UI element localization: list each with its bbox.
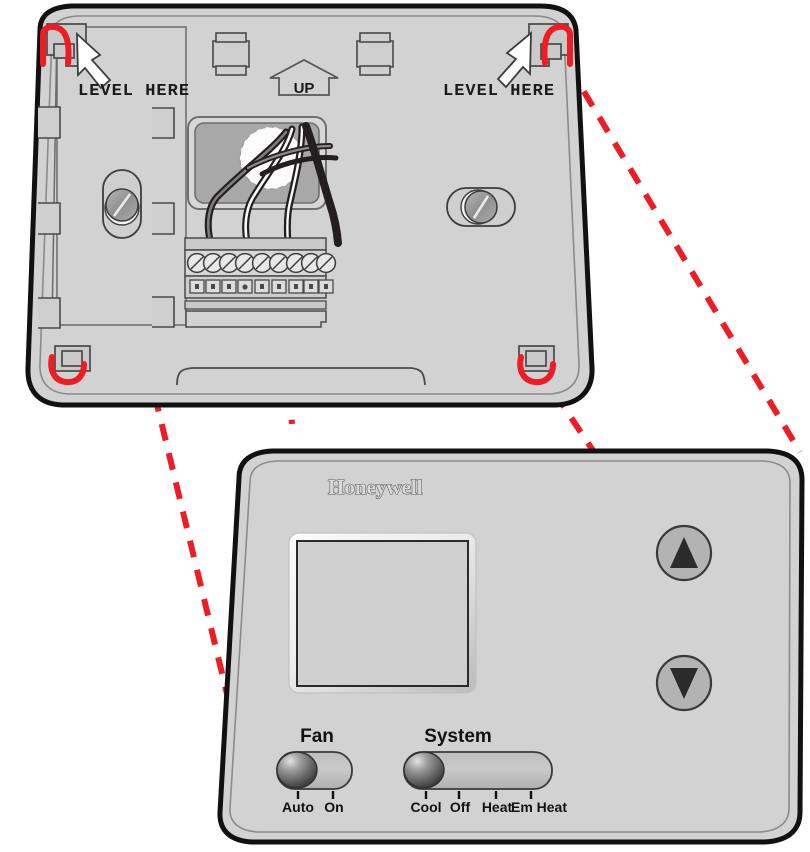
brand-logo: Honeywell (328, 475, 423, 499)
corner-clip-slot (61, 350, 83, 367)
level-here-right: LEVEL HERE (443, 31, 555, 101)
wallplate-left-tabs (38, 106, 61, 329)
tab-notch (152, 202, 175, 235)
top-bump-lip (359, 32, 391, 43)
wire-highlight (206, 130, 288, 242)
up-arrow-marker: UP (269, 59, 339, 97)
terminal-block-top-rail (184, 237, 327, 251)
wire-highlight (244, 127, 294, 244)
level-here-right-label: LEVEL HERE (443, 82, 555, 101)
top-bump-lip (359, 65, 391, 76)
terminal-clamp-holes (195, 284, 328, 290)
fan-option-on[interactable]: On (324, 799, 343, 815)
system-option-cool[interactable]: Cool (410, 799, 441, 815)
fan-switch-knob[interactable] (276, 751, 318, 789)
clip-marker-top-right (541, 23, 573, 67)
wallplate-bottom-notch (176, 367, 426, 386)
wire-bundle (204, 122, 342, 247)
up-arrow-label: UP (294, 80, 315, 97)
clip-marker-bottom-right (517, 354, 556, 386)
mounting-screw-right[interactable] (446, 187, 516, 227)
triangle-up-icon (670, 537, 698, 568)
lcd-display[interactable] (296, 540, 469, 687)
temp-down-button[interactable] (655, 654, 713, 712)
fan-switch-title: Fan (300, 726, 334, 747)
corner-clip-slot (525, 350, 547, 367)
fan-switch-ticks (296, 791, 335, 799)
system-switch-knob[interactable] (403, 751, 445, 789)
terminal-block (184, 237, 337, 328)
fan-option-auto[interactable]: Auto (282, 799, 314, 815)
tab-notch (38, 202, 61, 235)
mounting-screw-left[interactable] (102, 169, 142, 239)
top-bump-lip (215, 32, 247, 43)
top-bump-lip (215, 65, 247, 76)
tab-notch (38, 106, 61, 139)
mounting-screw-slot (112, 193, 132, 217)
tab-notch (152, 107, 175, 139)
system-option-off[interactable]: Off (450, 799, 471, 815)
wallplate-top-bumps (212, 32, 394, 76)
tab-notch (38, 297, 61, 329)
terminal-block-recess (185, 310, 327, 328)
thermostat-group: Honeywell Fan (217, 448, 805, 845)
level-arrow-left-icon (76, 31, 112, 90)
terminal-screws (186, 252, 337, 274)
top-bump (356, 40, 394, 68)
wallplate-inner-rim (39, 15, 580, 395)
wallplate-inner-tabs (152, 107, 175, 328)
lcd-display-group (288, 532, 477, 694)
top-bump (212, 40, 250, 68)
wallplate-group: UP (25, 3, 595, 408)
triangle-down-icon (670, 668, 698, 699)
system-switch-group: System Cool Off Heat Em Heat (403, 726, 567, 815)
level-here-left-label: LEVEL HERE (78, 82, 190, 101)
thermostat-inner-rim (229, 460, 791, 833)
level-here-left: LEVEL HERE (76, 31, 190, 101)
temp-up-button[interactable] (655, 524, 713, 582)
terminal-block-base (184, 300, 327, 310)
system-switch-title: System (424, 726, 492, 747)
guide-line-right (550, 38, 803, 454)
system-option-heat[interactable]: Heat (482, 799, 513, 815)
level-arrow-right-icon (496, 31, 532, 89)
wire (259, 155, 339, 177)
tab-notch (152, 296, 175, 328)
wire (302, 122, 342, 247)
system-option-em-heat[interactable]: Em Heat (511, 799, 567, 815)
up-arrow-shape (269, 59, 339, 96)
fan-switch-group: Fan Auto On (276, 726, 353, 815)
mounting-screw-slot (472, 195, 490, 219)
wire-highlight (246, 144, 332, 170)
corner-clip-markers (40, 23, 573, 386)
clip-marker-top-left (40, 23, 72, 67)
clip-marker-bottom-left (48, 354, 87, 386)
system-switch-ticks (424, 791, 533, 799)
